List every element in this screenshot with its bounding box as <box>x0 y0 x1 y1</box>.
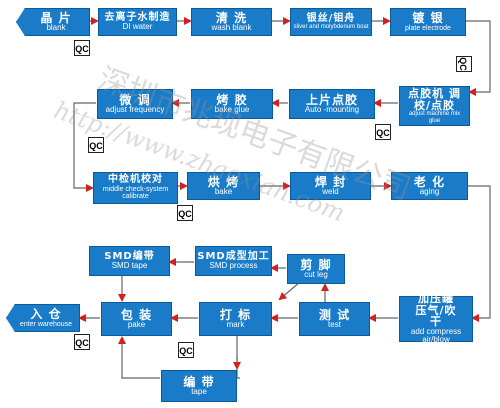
step-warehouse-cn: 入 仓 <box>30 307 62 322</box>
step-cut-leg: 剪 脚 cut leg <box>287 254 345 284</box>
arrow-aging-compress <box>468 185 491 322</box>
step-aging-en: aging <box>419 187 440 197</box>
step-wafer: 晶 片 blank <box>16 8 90 36</box>
step-fine-tune-cn: 微 调 <box>119 92 151 107</box>
arrow-finetune-midcheck <box>73 102 96 192</box>
step-glue-mix-cn: 点胶机 调校/点胶 <box>408 87 461 112</box>
step-plate: 镀 银 plate electrode <box>390 8 466 36</box>
step-wash: 清 洗 wash blank <box>191 8 272 36</box>
step-test: 测 试 test <box>299 302 370 336</box>
step-silver: 银丝/钼舟 sliver and molybdenum boat <box>290 8 372 36</box>
step-aging: 老 化 aging <box>391 172 468 200</box>
step-smd-tape-en: SMD tape <box>111 261 148 271</box>
step-weld: 焊 封 weld <box>290 172 371 200</box>
step-weld-en: weld <box>322 187 339 197</box>
step-test-cn: 测 试 <box>318 307 351 322</box>
step-cut-leg-cn: 剪 脚 <box>300 257 332 272</box>
step-bake-glue: 烤 胶 bake glue <box>191 89 273 119</box>
arrow-plate-gluemix <box>466 20 491 96</box>
step-mounting-cn: 上片点胶 <box>305 92 358 107</box>
qc-marker-warehouse: QC <box>74 334 90 350</box>
step-wash-cn: 清 洗 <box>215 10 248 25</box>
step-smd-tape: SMD编带 SMD tape <box>89 246 170 276</box>
step-pake-cn: 包 装 <box>120 307 153 322</box>
step-glue-mix-en: adjust machine mix glue <box>408 111 461 124</box>
step-wafer-cn: 晶 片 <box>40 10 72 25</box>
step-tape-cn: 编 带 <box>183 374 215 389</box>
arrow-mark-tape <box>236 336 240 379</box>
step-compress-cn: 加压罐 压气/吹干 <box>415 292 457 329</box>
arrow-tape-pake <box>118 336 160 379</box>
step-mark-cn: 打 标 <box>219 307 252 322</box>
step-test-en: test <box>328 320 341 330</box>
step-mounting-en: Auto -mounting <box>304 105 360 115</box>
step-silver-en: sliver and molybdenum boat <box>293 24 369 31</box>
step-di-water-cn: 去离子水制造 <box>104 11 171 23</box>
step-di-water-en: DI water <box>122 22 153 32</box>
step-cut-leg-en: cut leg <box>304 270 328 280</box>
step-wafer-en: blank <box>46 23 66 33</box>
step-smd-tape-cn: SMD编带 <box>104 250 155 262</box>
step-plate-en: plate electrode <box>405 24 451 32</box>
step-bake-glue-cn: 烤 胶 <box>216 92 248 107</box>
step-glue-mix: 点胶机 调校/点胶 adjust machine mix glue <box>399 86 470 126</box>
step-mark: 打 标 mark <box>199 302 272 336</box>
step-tape: 编 带 tape <box>161 370 237 402</box>
step-pake: 包 装 pake <box>101 302 172 336</box>
qc-marker-plate: QC <box>456 56 472 72</box>
step-di-water: 去离子水制造 DI water <box>98 8 177 36</box>
step-plate-cn: 镀 银 <box>412 11 444 26</box>
step-pake-en: pake <box>127 320 146 330</box>
qc-marker-wafer: QC <box>74 40 90 56</box>
step-warehouse: 入 仓 enter warehouse <box>6 304 80 332</box>
step-compress: 加压罐 压气/吹干 add compress air/blow <box>399 292 473 345</box>
step-bake-glue-en: bake glue <box>214 105 250 115</box>
step-mid-check-cn: 中检机校对 <box>108 174 163 186</box>
arrow-cutleg-mark <box>278 281 301 301</box>
qc-marker-mounting: QC <box>375 124 391 140</box>
step-tape-en: tape <box>191 387 207 397</box>
step-smd-process-cn: SMD成型加工 <box>197 250 270 262</box>
qc-marker-mark: QC <box>178 342 194 358</box>
step-bake-en: bake <box>214 187 233 197</box>
step-bake: 烘 烤 bake <box>187 172 260 200</box>
step-aging-cn: 老 化 <box>413 174 446 189</box>
qc-marker-bake: QC <box>177 205 193 221</box>
step-mark-en: mark <box>226 320 245 330</box>
step-smd-process-en: SMD process <box>209 261 258 271</box>
step-mid-check-en: middle check-system calibrate <box>102 185 169 201</box>
step-compress-en: add compress air/blow <box>410 326 462 345</box>
step-smd-process: SMD成型加工 SMD process <box>195 246 272 276</box>
step-silver-cn: 银丝/钼舟 <box>306 12 356 24</box>
step-warehouse-en: enter warehouse <box>19 320 73 328</box>
qc-marker-fine-tune: QC <box>88 137 104 153</box>
step-wash-en: wash blank <box>211 23 252 33</box>
step-mid-check: 中检机校对 middle check-system calibrate <box>93 172 178 204</box>
step-mounting: 上片点胶 Auto -mounting <box>289 89 375 119</box>
step-bake-cn: 烘 烤 <box>207 174 240 189</box>
step-fine-tune-en: adjust frequency <box>105 105 165 115</box>
step-fine-tune: 微 调 adjust frequency <box>97 89 173 119</box>
step-weld-cn: 焊 封 <box>314 174 347 189</box>
